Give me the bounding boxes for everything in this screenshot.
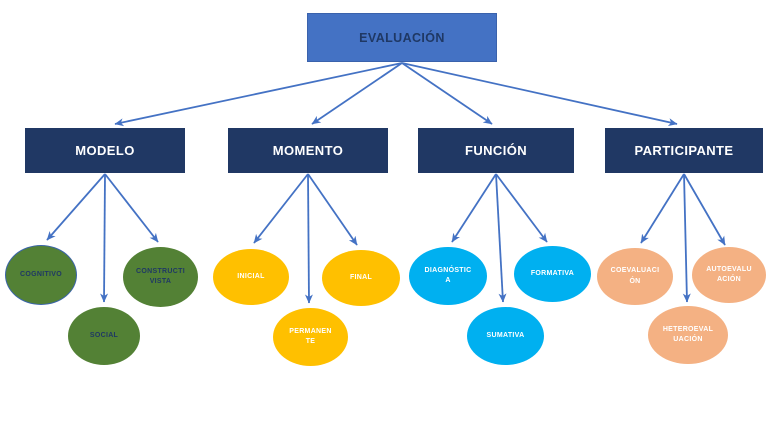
root-label: EVALUACIÓN	[359, 30, 445, 45]
connector-funcion-sumativa	[495, 173, 507, 303]
connector-momento-final	[307, 173, 358, 246]
leaf-label: COEVALUACI ÓN	[610, 267, 660, 285]
leaf-label: SUMATIVA	[486, 331, 525, 339]
leaf-label: CONSTRUCTI VISTA	[136, 267, 185, 286]
connector-funcion-diagnostica	[451, 173, 497, 243]
connector-root-momento	[311, 62, 403, 125]
branch-label: PARTICIPANTE	[634, 143, 734, 158]
branch-node-momento: MOMENTO	[228, 128, 388, 173]
leaf-label: DIAGNÓSTIC A	[424, 266, 472, 285]
leaf-node-permanente: PERMANEN TE	[273, 308, 348, 366]
leaf-label: FINAL	[349, 273, 373, 281]
leaf-node-final: FINAL	[322, 250, 400, 306]
leaf-node-formativa: FORMATIVA	[514, 246, 591, 302]
branch-node-funcion: FUNCIÓN	[418, 128, 574, 173]
leaf-node-coevaluacion: COEVALUACI ÓN	[597, 248, 673, 305]
leaf-node-autoevaluacion: AUTOEVALU ACIÓN	[692, 247, 766, 303]
branch-node-participante: PARTICIPANTE	[605, 128, 763, 173]
leaf-node-diagnostica: DIAGNÓSTIC A	[409, 247, 487, 305]
branch-node-modelo: MODELO	[25, 128, 185, 173]
leaf-node-inicial: INICIAL	[213, 249, 289, 305]
connector-root-funcion	[401, 62, 493, 125]
connector-modelo-social	[100, 173, 109, 303]
leaf-label: INICIAL	[237, 272, 265, 280]
branch-label: MOMENTO	[272, 143, 344, 158]
connector-participante-coevaluacion	[640, 173, 685, 244]
leaf-label: SOCIAL	[89, 331, 119, 339]
branch-label: FUNCIÓN	[464, 143, 528, 158]
leaf-node-sumativa: SUMATIVA	[467, 307, 544, 365]
connector-root-participante	[401, 62, 678, 127]
connector-participante-heteroevaluacion	[682, 173, 691, 303]
leaf-node-social: SOCIAL	[68, 307, 140, 365]
connector-momento-inicial	[253, 173, 309, 244]
connector-modelo-cognitivo	[46, 173, 106, 241]
branch-label: MODELO	[75, 143, 135, 158]
leaf-node-constructivista: CONSTRUCTI VISTA	[123, 247, 198, 307]
connector-participante-autoevaluacion	[683, 173, 726, 246]
leaf-label: COGNITIVO	[20, 270, 62, 278]
connector-root-modelo	[114, 62, 403, 127]
connector-funcion-formativa	[495, 173, 548, 243]
root-node-evaluacion: EVALUACIÓN	[307, 13, 497, 62]
leaf-label: PERMANEN TE	[289, 327, 332, 346]
connector-modelo-constructivista	[104, 173, 159, 243]
leaf-node-cognitivo: COGNITIVO	[5, 245, 77, 305]
leaf-label: HETEROEVAL UACIÓN	[662, 325, 714, 344]
leaf-label: FORMATIVA	[530, 269, 575, 277]
leaf-node-heteroevaluacion: HETEROEVAL UACIÓN	[648, 306, 728, 364]
leaf-label: AUTOEVALU ACIÓN	[706, 265, 752, 284]
connector-momento-permanente	[304, 173, 313, 304]
